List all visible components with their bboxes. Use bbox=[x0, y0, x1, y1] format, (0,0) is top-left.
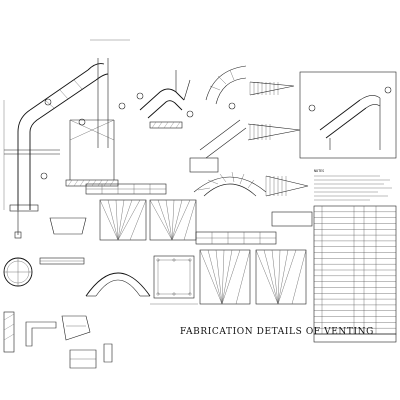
drawing-title: FABRICATION DETAILS OF VENTING bbox=[180, 327, 374, 337]
notes-heading: NOTES bbox=[314, 169, 324, 173]
development-patterns bbox=[99, 199, 307, 305]
typical-detail-view bbox=[69, 343, 113, 369]
fan-arc-detail bbox=[205, 65, 295, 110]
right-assembly-view bbox=[299, 71, 397, 159]
bill-of-material-table bbox=[313, 205, 397, 343]
main-elevation-view bbox=[3, 39, 130, 239]
support-frame-view bbox=[150, 255, 198, 305]
notes-block: NOTES bbox=[314, 169, 392, 201]
secondary-assembly-view bbox=[189, 119, 301, 173]
lower-left-details bbox=[3, 217, 91, 353]
bend-detail-view bbox=[136, 70, 194, 129]
elbow-elevation bbox=[193, 171, 309, 197]
cutting-table bbox=[85, 183, 313, 245]
arc-flange-detail bbox=[85, 272, 151, 297]
